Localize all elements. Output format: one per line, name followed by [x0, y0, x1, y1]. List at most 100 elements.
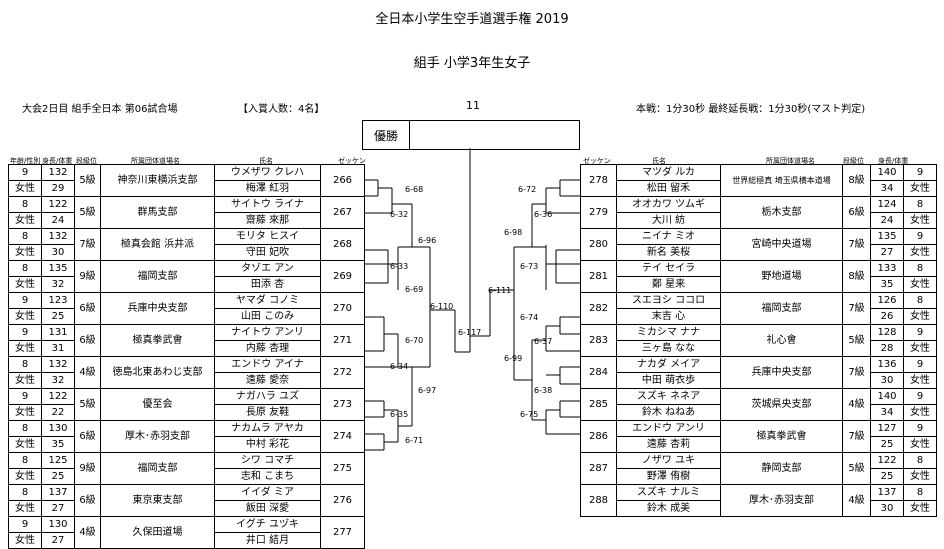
match-label: 6-69: [405, 285, 424, 294]
match-label: 6-98: [504, 228, 523, 237]
match-label: 6-75: [520, 410, 539, 419]
player-rank: 6級: [842, 196, 871, 229]
player-bib: 282: [580, 292, 617, 325]
player-club: 栃木支部: [720, 196, 843, 229]
header-bib-left: ゼッケン: [338, 157, 366, 165]
player-age: 8: [8, 484, 42, 501]
match-label: 6-110: [430, 302, 454, 311]
match-label: 6-97: [418, 386, 437, 395]
header-rank-left: 段級位: [76, 157, 97, 165]
player-club: 東京東支部: [100, 484, 215, 517]
player-weight: 27: [41, 532, 75, 549]
player-kana: イイダ ミア: [214, 484, 321, 501]
player-weight: 27: [41, 500, 75, 517]
match-label: 6-70: [405, 336, 424, 345]
player-rank: 6級: [74, 484, 101, 517]
header-rank-right: 段級位: [843, 157, 864, 165]
header-age-left: 年齢/性別: [10, 157, 41, 165]
match-label: 6-36: [534, 210, 553, 219]
player-bib: 273: [320, 388, 365, 421]
player-bib: 268: [320, 228, 365, 261]
player-club: 極真拳武會: [720, 420, 843, 453]
player-club: 神奈川東横浜支部: [100, 164, 215, 197]
header-body-right: 身長/体重: [878, 157, 909, 165]
player-rank: 5級: [74, 196, 101, 229]
player-height: 137: [41, 484, 75, 501]
player-club: 久保田道場: [100, 516, 215, 549]
player-rank: 4級: [842, 484, 871, 517]
match-label: 6-32: [390, 210, 409, 219]
match-label: 6-72: [518, 185, 537, 194]
player-club: 優至会: [100, 388, 215, 421]
player-sex: 女性: [903, 500, 937, 517]
player-age: 9: [903, 324, 937, 341]
player-bib: 286: [580, 420, 617, 453]
player-club: 兵庫中央支部: [100, 292, 215, 325]
header-bib-right: ゼッケン: [583, 157, 611, 165]
player-club: 兵庫中央支部: [720, 356, 843, 389]
header-name-left: 氏名: [259, 157, 273, 165]
match-label: 6-111: [488, 286, 512, 295]
player-kana: イグチ ユヅキ: [214, 516, 321, 533]
player-sex: 女性: [8, 532, 42, 549]
player-club: 徳島北東あわじ支部: [100, 356, 215, 389]
page-subtitle: 組手 小学3年生女子: [413, 56, 531, 71]
match-label: 6-73: [520, 262, 539, 271]
player-sex: 女性: [903, 212, 937, 229]
tournament-bracket: [364, 148, 580, 451]
player-weight: 30: [870, 500, 904, 517]
player-name: 飯田 深愛: [214, 500, 321, 517]
match-label: 6-34: [390, 362, 409, 371]
winner-box: 優勝: [362, 120, 580, 150]
header-club-left: 所属団体道場名: [131, 157, 180, 165]
match-label: 6-37: [534, 337, 553, 346]
player-club: 世界総極真 埼玉県横本道場: [720, 164, 843, 197]
match-label: 6-99: [504, 354, 523, 363]
player-bib: 272: [320, 356, 365, 389]
match-label: 6-38: [534, 386, 553, 395]
player-club: 厚木･赤羽支部: [720, 484, 843, 517]
player-rank: 4級: [842, 388, 871, 421]
player-bib: 267: [320, 196, 365, 229]
player-name: 井口 結月: [214, 532, 321, 549]
player-bib: 271: [320, 324, 365, 357]
match-label: 6-71: [405, 436, 424, 445]
header-club-right: 所属団体道場名: [766, 157, 815, 165]
player-club: 厚木･赤羽支部: [100, 420, 215, 453]
match-label: 6-35: [390, 410, 409, 419]
player-age: 9: [8, 516, 42, 533]
match-rules: 本戦：1分30秒 最終延長戦：1分30秒(マスト判定): [636, 104, 866, 115]
player-club: 福岡支部: [100, 260, 215, 293]
match-label: 6-96: [418, 236, 437, 245]
player-rank: 7級: [842, 228, 871, 261]
player-bib: 276: [320, 484, 365, 517]
match-label: 6-74: [520, 313, 539, 322]
player-bib: 274: [320, 420, 365, 453]
page-title: 全日本小学生空手道選手権 2019: [375, 12, 569, 27]
player-rank: 4級: [74, 516, 101, 549]
header-body-left: 身長/体重: [42, 157, 73, 165]
player-rank: 5級: [74, 388, 101, 421]
match-label: 6-33: [390, 262, 409, 271]
winner-label: 優勝: [363, 121, 410, 149]
player-bib: 288: [580, 484, 617, 517]
player-bib: 266: [320, 164, 365, 197]
